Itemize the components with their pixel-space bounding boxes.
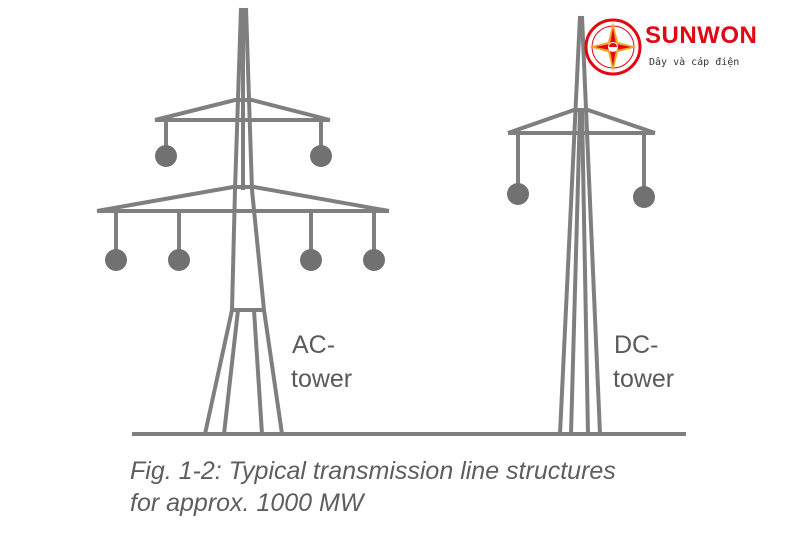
- insulator-ball: [633, 186, 655, 208]
- insulator-ball: [310, 145, 332, 167]
- sunwon-logo: SUNWON Dây và cáp điện: [583, 16, 793, 78]
- insulator-ball: [155, 145, 177, 167]
- insulator-ball: [300, 249, 322, 271]
- dc-insulators: [507, 183, 655, 208]
- insulator-ball: [105, 249, 127, 271]
- insulator-ball: [168, 249, 190, 271]
- ac-tower-label-line-2: tower: [291, 365, 352, 393]
- dc-tower-label-line-1: DC-: [614, 331, 658, 359]
- logo-brand-name: SUNWON: [645, 22, 758, 49]
- ac-tower-label-line-1: AC-: [292, 331, 335, 359]
- sunwon-emblem-icon: [584, 18, 642, 76]
- figure-caption-line-1: Fig. 1-2: Typical transmission line stru…: [130, 457, 616, 485]
- dc-tower: [507, 15, 656, 435]
- insulator-ball: [363, 249, 385, 271]
- insulator-ball: [507, 183, 529, 205]
- logo-tagline: Dây và cáp điện: [649, 57, 740, 68]
- dc-tower-label-line-2: tower: [613, 365, 674, 393]
- figure-caption-line-2: for approx. 1000 MW: [130, 489, 364, 517]
- ac-insulators: [105, 145, 385, 271]
- ac-tower: [96, 7, 390, 435]
